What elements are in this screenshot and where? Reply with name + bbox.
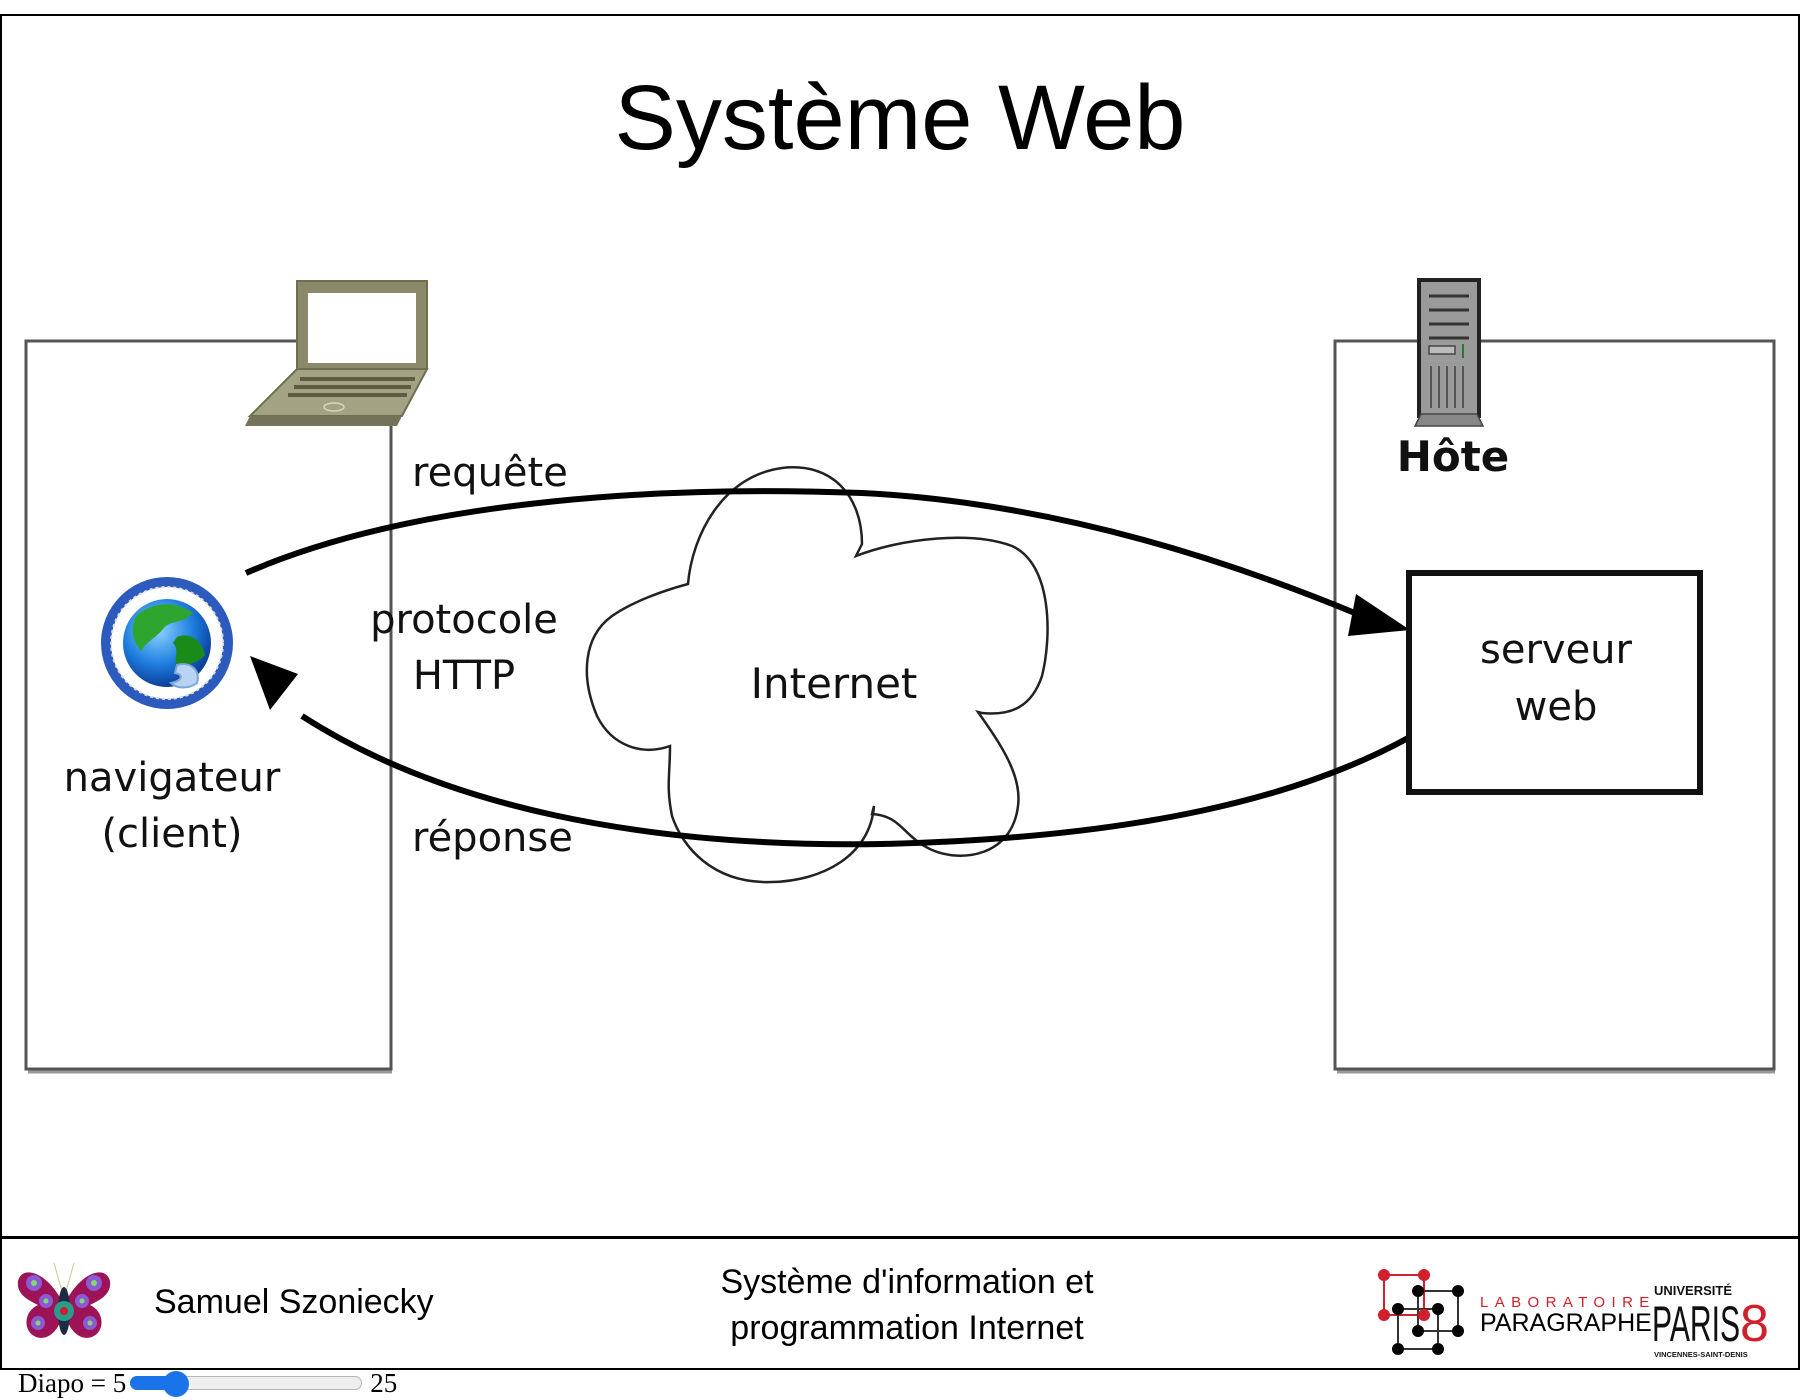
slide-frame: Système Web <box>0 14 1800 1370</box>
author-name: Samuel Szoniecky <box>154 1283 434 1321</box>
course-title-line2: programmation Internet <box>730 1309 1084 1347</box>
laboratoire-paragraphe-text: LABORATOIRE PARAGRAPHE <box>1480 1294 1656 1337</box>
course-title: Système d'information et programmation I… <box>682 1259 1132 1351</box>
laboratoire-paragraphe-logo <box>1378 1269 1464 1355</box>
web-server-box <box>1406 570 1703 795</box>
server-tower-icon <box>1413 278 1485 427</box>
slide-slider[interactable] <box>128 1371 364 1397</box>
client-label-line2: (client) <box>101 811 242 857</box>
slide-number-label: Diapo = 5 <box>18 1367 127 1398</box>
request-arrow[interactable] <box>244 488 1410 636</box>
internet-cloud-icon <box>585 466 1049 884</box>
request-label: requête <box>412 450 568 496</box>
web-system-diagram: Hôte navigateur (client) Internet <box>24 278 1776 1074</box>
universite-paris8-logo: UNIVERSITÉ PARIS 8 VINCENNES-SAINT-DENIS <box>1652 1283 1769 1359</box>
laptop-icon <box>245 280 429 426</box>
cloud-label: Internet <box>751 659 918 708</box>
lab-line2: PARAGRAPHE <box>1480 1309 1652 1337</box>
slide-max-label: 25 <box>370 1367 398 1398</box>
slide-content: Système Web <box>2 16 1798 1239</box>
protocol-label-line2: HTTP <box>413 653 515 699</box>
univ-main-text: PARIS <box>1652 1296 1740 1352</box>
client-label-line1: navigateur <box>64 755 281 801</box>
host-label: Hôte <box>1397 432 1510 481</box>
butterfly-logo <box>17 1262 111 1338</box>
course-title-line1: Système d'information et <box>720 1263 1094 1301</box>
response-label: réponse <box>412 815 573 861</box>
univ-top-text: UNIVERSITÉ <box>1654 1283 1732 1298</box>
univ-num-text: 8 <box>1740 1295 1769 1353</box>
slide-footer: Samuel Szoniecky Système d'information e… <box>2 1239 1798 1368</box>
lab-line1: LABORATOIRE <box>1480 1294 1656 1311</box>
slide-title: Système Web <box>614 67 1186 169</box>
slide-navigation: Diapo = 5 25 <box>18 1368 397 1398</box>
univ-sub-text: VINCENNES-SAINT-DENIS <box>1654 1350 1748 1359</box>
server-label-line2: web <box>1515 684 1598 730</box>
slider-thumb[interactable] <box>163 1371 190 1397</box>
response-arrow[interactable] <box>250 656 1410 848</box>
protocol-label-line1: protocole <box>370 597 558 643</box>
browser-globe-icon <box>101 577 233 709</box>
client-box <box>24 339 393 1074</box>
server-label-line1: serveur <box>1480 627 1633 673</box>
